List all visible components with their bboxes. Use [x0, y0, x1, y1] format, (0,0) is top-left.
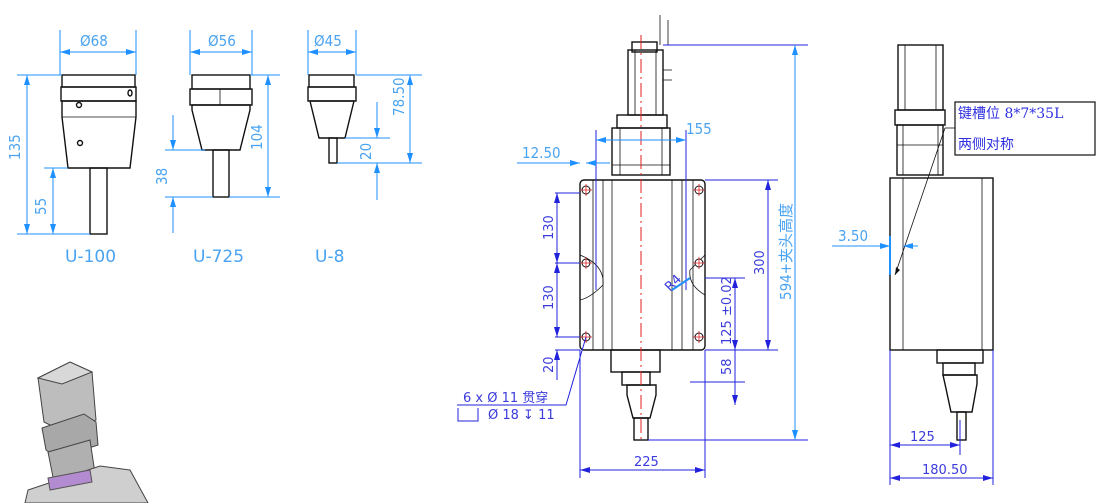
dim-594-total-height: 594+夹头高度 [777, 203, 795, 300]
u100-label: U-100 [65, 247, 116, 267]
u725-shank: 38 [153, 168, 171, 185]
dim-300: 300 [753, 250, 768, 275]
dim-20: 20 [542, 356, 557, 373]
u100-diameter: Ø68 [80, 32, 108, 50]
u100-height: 135 [6, 134, 24, 160]
spindle-3d-render [24, 361, 149, 503]
dim-125-tolerance: 125 ±0.02 [720, 276, 735, 345]
u725-label: U-725 [193, 247, 244, 267]
chuck-u8-drawing [307, 30, 422, 200]
chuck-u100-drawing [17, 30, 137, 235]
dim-130-upper: 130 [542, 215, 557, 240]
u725-diameter: Ø56 [208, 32, 236, 50]
dim-225: 225 [634, 455, 659, 470]
symmetry-note: 两侧对称 [958, 137, 1014, 153]
dim-180-50: 180.50 [922, 463, 968, 478]
u8-height: 78.50 [390, 77, 408, 116]
dim-12-50: 12.50 [522, 144, 561, 162]
u8-diameter: Ø45 [314, 32, 342, 50]
hole-note-through: 6 x Ø 11 贯穿 [463, 390, 548, 406]
side-view-drawing [832, 44, 1096, 485]
u725-height: 104 [248, 124, 266, 150]
u8-shank: 20 [357, 143, 375, 160]
keyway-note: 键槽位 8*7*35L [958, 106, 1063, 122]
dim-155: 155 [686, 120, 712, 138]
u8-label: U-8 [315, 247, 344, 267]
u100-shank: 55 [32, 198, 50, 215]
chuck-u725-drawing [165, 30, 280, 233]
dim-58: 58 [720, 358, 735, 375]
front-view-drawing [457, 15, 808, 478]
hole-note-counterbore: Ø 18 ↧ 11 [488, 408, 555, 423]
dim-side-125: 125 [910, 430, 935, 445]
dim-3-50: 3.50 [838, 227, 868, 245]
dim-130-lower: 130 [542, 285, 557, 310]
